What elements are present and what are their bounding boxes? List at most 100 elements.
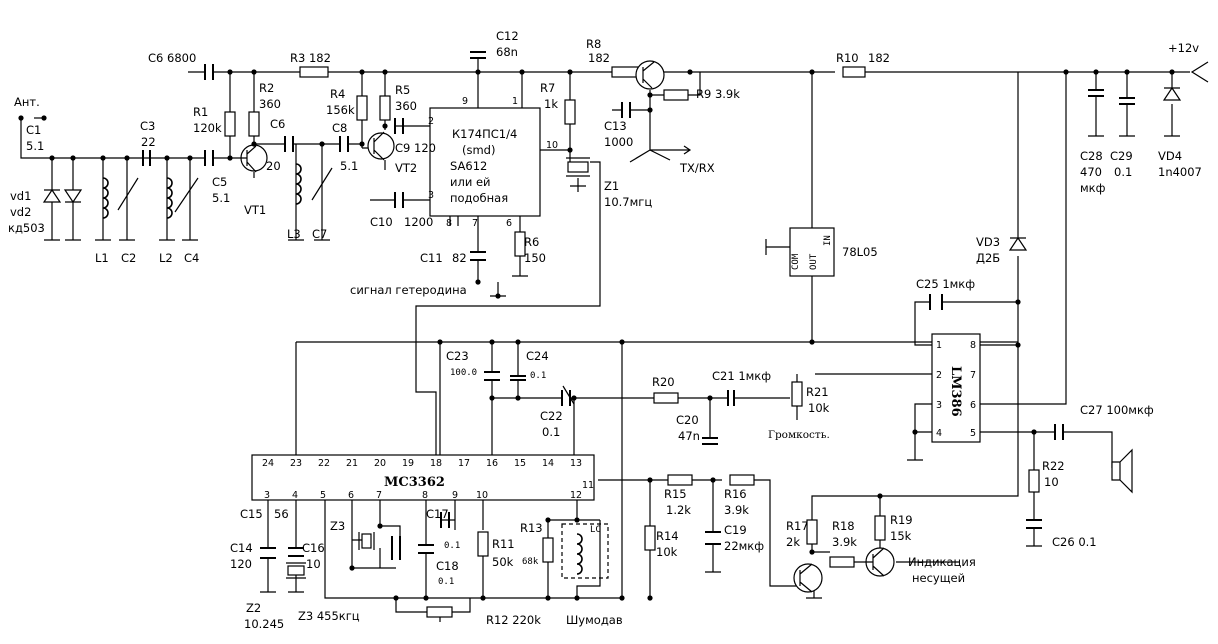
label-r21: R21 [806,385,829,399]
label-r11-value: 50k [492,555,514,569]
label-c18-value: 0.1 [438,577,454,587]
label-r2-value: 360 [259,97,281,111]
components [18,51,1209,618]
label-l2: L2 [159,251,173,265]
label-r5-value: 360 [395,99,417,113]
mc-pin21: 21 [346,458,358,469]
label-c29-value: 0.1 [1114,165,1132,179]
label-geterodin: сигнал гетеродина [350,283,467,297]
label-r4-value: 156k [326,103,355,117]
label-c7-value: 5.1 [340,159,358,173]
ic1-pin8: 8 [446,218,452,229]
ic-mc3362 [251,454,595,501]
label-r1-value: 120k [193,121,222,135]
mc-pin5: 5 [320,490,326,501]
label-carrier: несущей [912,571,965,585]
resistor-r3 [299,66,329,78]
label-lc: LC [590,525,601,535]
label-r20: R20 [652,375,675,389]
label-c3: C3 [140,119,155,133]
label-r10-value: 182 [868,51,890,65]
ic1-pin7: 7 [472,218,478,229]
mc-pin7: 7 [376,490,382,501]
label-r15: R15 [664,487,687,501]
label-l3: L3 [287,227,301,241]
label-r7-value: 1k [544,97,558,111]
mc-pin6: 6 [348,490,354,501]
lm-pin1: 1 [936,340,942,351]
resistor-r18 [829,556,855,568]
label-z2: Z2 [246,601,261,615]
label-indication: Индикация [908,555,976,569]
label-c28: C28 [1080,149,1103,163]
label-r14-value: 10k [656,545,678,559]
label-c24-value: 0.1 [530,371,546,381]
resistor-r15 [667,474,693,486]
reg-pin-in: IN [823,235,833,246]
ground-ticks [44,135,1180,599]
label-r22-value: 10 [1044,475,1059,489]
junctions [18,69,1175,601]
label-c16-value: 10 [306,557,321,571]
label-volume: Громкость. [768,429,830,441]
label-txrx: TX/RX [679,161,715,175]
label-r2: R2 [259,81,274,95]
lm-pin5: 5 [970,428,976,439]
label-c8: C8 [332,121,347,135]
mc-pin3: 3 [264,490,270,501]
mc-pin10: 10 [476,490,488,501]
label-r16-value: 3.9k [724,503,749,517]
label-c19: C19 [724,523,747,537]
label-c10-value: 1200 [404,215,433,229]
mc-pin24: 24 [262,458,274,469]
txrx-arrow [650,145,692,155]
label-c23-value: 100.0 [450,368,477,378]
label-r19-value: 15k [890,529,912,543]
mc-pin4: 4 [292,490,298,501]
label-c25: C25 1мкф [916,277,975,291]
ic1-line5: подобная [450,191,508,205]
label-z3: Z3 [330,519,345,533]
label-r17-value: 2k [786,535,800,549]
mc-pin12: 12 [570,490,582,501]
ic1-pin10: 10 [546,140,558,151]
resistor-r17 [806,519,818,545]
label-c22: C22 [540,409,563,423]
label-r18-value: 3.9k [832,535,857,549]
label-c10: C10 [370,215,393,229]
label-r8-value: 182 [588,51,610,65]
label-vd3-value: Д2Б [976,251,1000,265]
label-r12: R12 220k [486,613,541,627]
ic1-pin9: 9 [462,96,468,107]
label-r11: R11 [492,537,515,551]
label-r13-value: 68k [522,557,539,567]
antenna-jack [1190,61,1209,83]
resistor-r16 [729,474,755,486]
label-c6a: C6 6800 [148,51,196,65]
label-r3: R3 182 [290,51,331,65]
mc-pin23: 23 [290,458,302,469]
resistor-r5 [379,95,391,121]
label-z3-full: Z3 455кгц [298,609,360,623]
label-c23: C23 [446,349,469,363]
label-r9: R9 3.9k [696,87,740,101]
label-r21-value: 10k [808,401,830,415]
resistor-r22 [1028,469,1040,493]
mc-pin19: 19 [402,458,414,469]
label-c27: C27 100мкф [1080,403,1154,417]
label-z2-value: 10.245 [244,617,284,631]
mc-pin20: 20 [374,458,386,469]
mc-pin8: 8 [422,490,428,501]
label-lm386: LM386 [948,366,963,417]
resistor-r19 [874,515,886,541]
label-c1: C1 [26,123,41,137]
ic1-line2: (smd) [462,143,495,157]
crystals [286,157,590,579]
resistor-r4 [356,95,368,121]
label-kd503: кд503 [8,221,45,235]
lc-shield [561,523,609,579]
label-r7: R7 [540,81,555,95]
label-c12: C12 [496,29,519,43]
label-r6: R6 [524,235,539,249]
label-c4: C4 [184,251,199,265]
